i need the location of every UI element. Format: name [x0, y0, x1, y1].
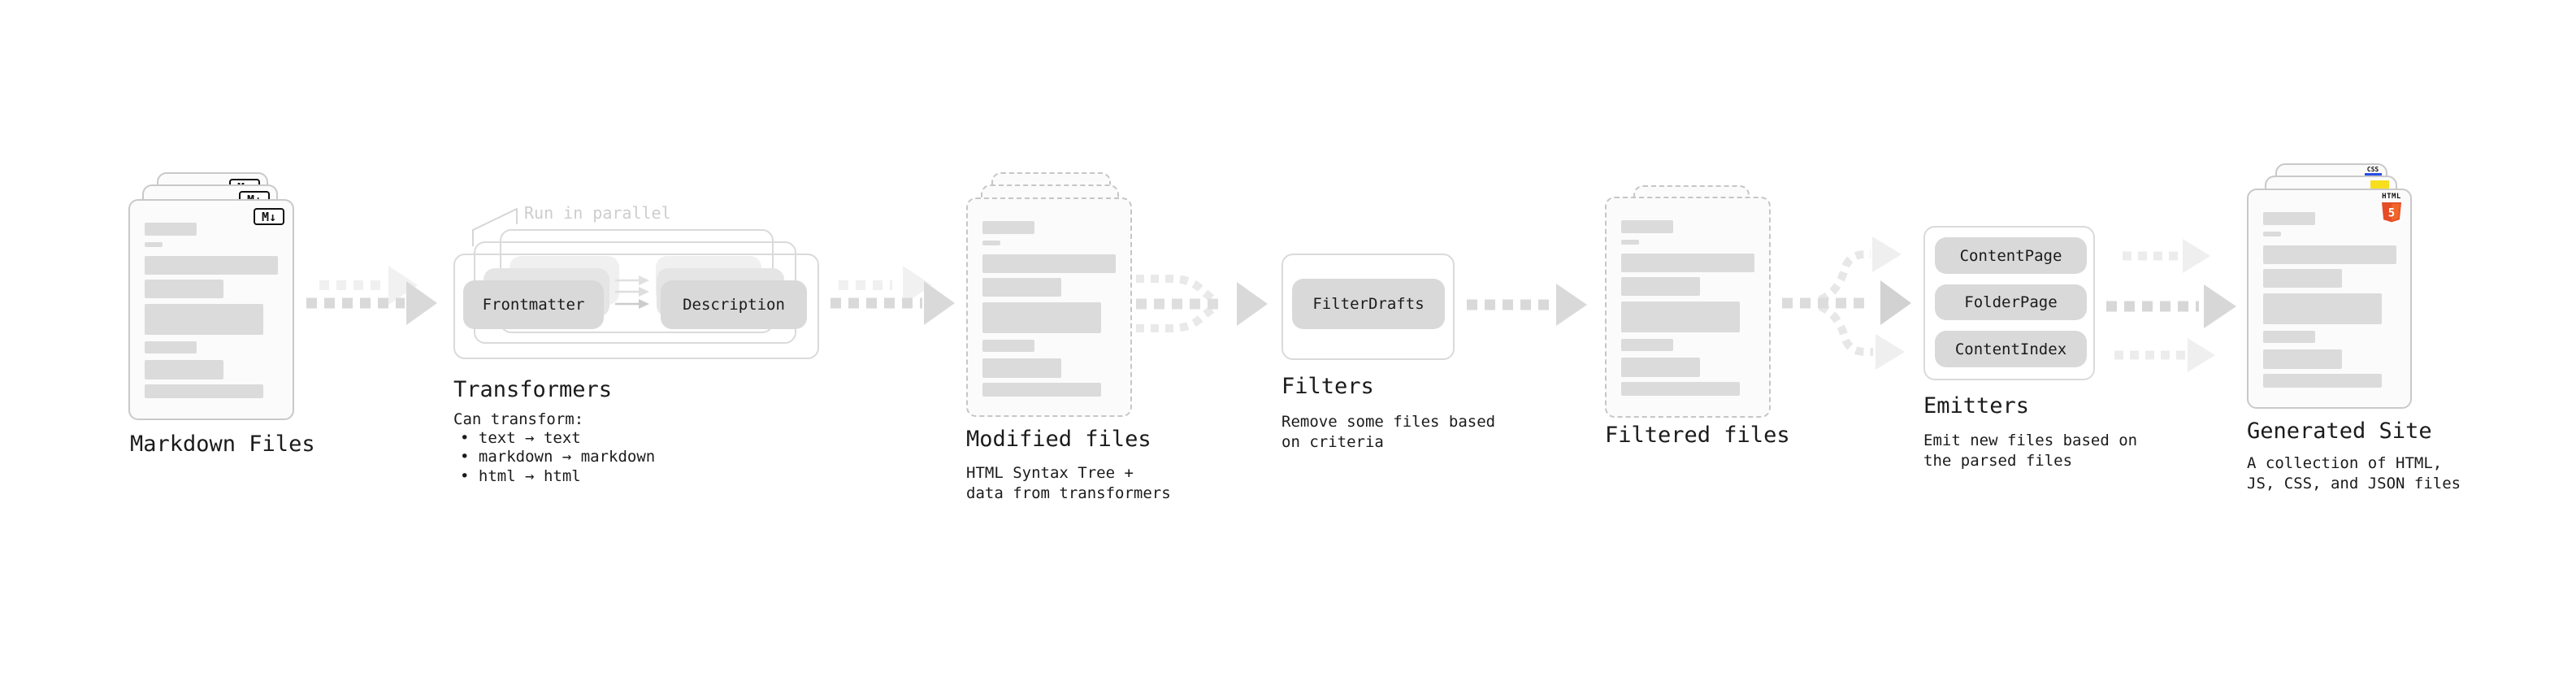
arrow-emitters-to-generated [2106, 239, 2236, 372]
markdown-files-label: Markdown Files [130, 432, 315, 457]
skeleton-bar [982, 278, 1061, 297]
arrow-markdown-to-transformers [306, 266, 437, 325]
skeleton-bar [1621, 339, 1673, 351]
modified-files-label: Modified files [966, 427, 1151, 452]
skeleton-bar [2263, 232, 2281, 236]
html5-icon-label: HTML [2382, 193, 2401, 201]
js-icon [2370, 180, 2389, 190]
filtered-doc-front [1605, 197, 1771, 418]
folderpage-label: FolderPage [1964, 293, 2058, 311]
doc-skeleton [982, 199, 1130, 415]
emitter-box-contentindex: ContentIndex [1935, 331, 2087, 367]
css-icon: CSS [2363, 167, 2383, 176]
description-label: Description [683, 296, 785, 314]
transformer-box-frontmatter: Frontmatter [463, 280, 604, 329]
run-in-parallel-annotation: Run in parallel [524, 203, 671, 223]
contentpage-label: ContentPage [1959, 246, 2062, 265]
arrow-modified-to-filters-merge [1136, 275, 1268, 332]
desc-bullet: • markdown → markdown [460, 448, 656, 466]
skeleton-bar [2263, 245, 2396, 264]
skeleton-bar [145, 280, 223, 298]
filters-description: Remove some files based on criteria [1281, 412, 1495, 453]
filter-box-filterdrafts: FilterDrafts [1292, 279, 1445, 329]
css-icon-bar [2364, 173, 2382, 176]
modified-doc-front [966, 197, 1132, 417]
skeleton-bar [145, 223, 197, 236]
skeleton-bar [2263, 269, 2342, 288]
skeleton-bar [145, 256, 278, 275]
transformer-box-description: Description [661, 280, 807, 329]
skeleton-bar [2263, 349, 2342, 369]
desc-line: A collection of HTML, [2247, 454, 2443, 472]
doc-skeleton [2263, 190, 2410, 407]
skeleton-bar [982, 254, 1116, 273]
desc-bullet: • text → text [460, 429, 581, 448]
emitters-description: Emit new files based on the parsed files [1923, 431, 2137, 471]
arrow-transformers-to-modified [830, 266, 955, 325]
generated-site-label: Generated Site [2247, 419, 2432, 444]
desc-bullet: • html → html [460, 466, 581, 485]
skeleton-bar [982, 221, 1034, 234]
html5-shield: 5 [2382, 202, 2401, 223]
desc-line: Can transform: [453, 410, 584, 428]
desc-line: HTML Syntax Tree + [966, 464, 1134, 482]
filtered-files-label: Filtered files [1605, 423, 1790, 448]
markdown-doc-front: M↓ [128, 199, 294, 420]
arrow-filters-to-filtered [1467, 284, 1587, 326]
emitter-box-folderpage: FolderPage [1935, 284, 2087, 320]
transformers-description: Can transform: • text → text • markdown … [453, 410, 655, 486]
emitters-label: Emitters [1923, 393, 2030, 419]
skeleton-bar [2263, 212, 2315, 225]
html5-icon: HTML 5 [2380, 193, 2403, 223]
desc-line: JS, CSS, and JSON files [2247, 475, 2461, 492]
skeleton-bar [145, 384, 263, 398]
skeleton-bar [982, 358, 1061, 378]
modified-files-description: HTML Syntax Tree + data from transformer… [966, 463, 1171, 504]
skeleton-bar [982, 302, 1101, 333]
skeleton-bar [1621, 382, 1740, 396]
skeleton-bar [145, 341, 197, 354]
skeleton-bar [982, 383, 1101, 397]
skeleton-bar [2263, 331, 2315, 343]
transformers-frame-front [453, 254, 819, 359]
skeleton-bar [1621, 240, 1639, 245]
skeleton-bar [145, 304, 263, 335]
skeleton-bar [982, 340, 1034, 352]
skeleton-bar [1621, 277, 1700, 296]
desc-line: data from transformers [966, 484, 1171, 502]
css-icon-label: CSS [2366, 166, 2379, 173]
doc-skeleton [145, 201, 293, 419]
skeleton-bar [1621, 301, 1740, 332]
skeleton-bar [2263, 293, 2382, 324]
skeleton-bar [1621, 254, 1754, 272]
transformers-label: Transformers [453, 377, 613, 402]
desc-line: the parsed files [1923, 452, 2073, 470]
emitter-box-contentpage: ContentPage [1935, 237, 2087, 274]
desc-line: Emit new files based on [1923, 432, 2138, 449]
doc-skeleton [1621, 198, 1769, 416]
markdown-icon-label: M↓ [261, 209, 277, 224]
desc-line: on criteria [1281, 433, 1384, 451]
skeleton-bar [982, 241, 1000, 245]
generated-doc-front: HTML 5 [2247, 189, 2412, 409]
filterdrafts-label: FilterDrafts [1312, 295, 1425, 313]
skeleton-bar [1621, 358, 1700, 377]
emitters-frame [1923, 226, 2095, 380]
contentindex-label: ContentIndex [1954, 340, 2067, 358]
skeleton-bar [145, 242, 163, 247]
svg-text:5: 5 [2388, 207, 2395, 220]
filters-label: Filters [1281, 374, 1374, 399]
arrow-filtered-to-emitters-fanout [1782, 236, 1911, 370]
generated-site-description: A collection of HTML, JS, CSS, and JSON … [2247, 453, 2461, 494]
skeleton-bar [145, 360, 223, 380]
frontmatter-label: Frontmatter [482, 296, 585, 314]
markdown-icon: M↓ [254, 208, 284, 225]
skeleton-bar [1621, 220, 1673, 233]
desc-line: Remove some files based [1281, 413, 1496, 431]
skeleton-bar [2263, 374, 2382, 388]
filters-frame [1281, 254, 1455, 360]
